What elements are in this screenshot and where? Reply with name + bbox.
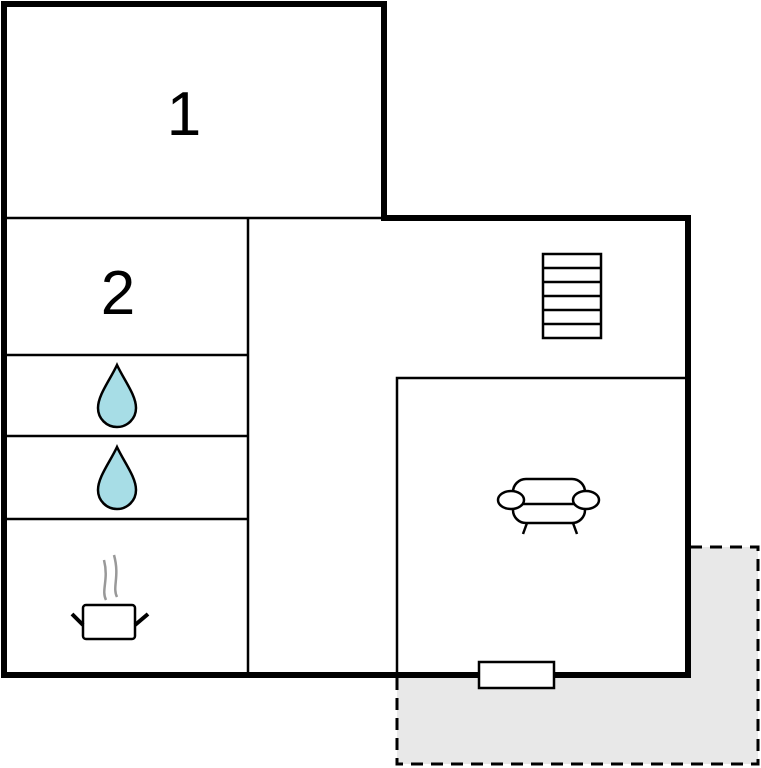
- interior-walls: [4, 216, 688, 675]
- sofa-icon: [496, 477, 601, 535]
- water-drop-icon: [96, 362, 138, 429]
- water-drop-icon: [96, 444, 138, 511]
- stairs-icon: [541, 252, 603, 340]
- room-label-1: 1: [167, 80, 201, 149]
- door-icon: [477, 660, 556, 690]
- terrace: [397, 547, 758, 764]
- exterior-walls: [1, 1, 691, 678]
- terrace-outline: [395, 545, 760, 766]
- kitchen-pot-icon: [70, 554, 150, 641]
- room-label-2: 2: [101, 259, 135, 328]
